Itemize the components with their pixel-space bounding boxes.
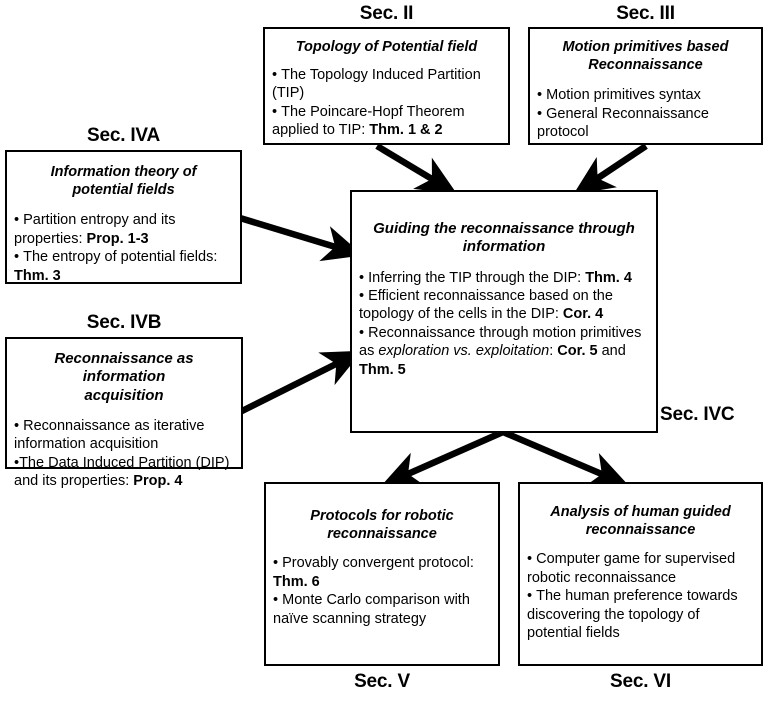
node-title-sec6: Analysis of human guided reconnaissance <box>550 504 731 538</box>
bullet-item: Reconnaissance as iterative information … <box>14 417 234 454</box>
section-label-sec2: Sec. II <box>359 3 414 24</box>
node-box-sec6: Analysis of human guided reconnaissance … <box>518 482 763 666</box>
bullet-item: Partition entropy and its properties: Pr… <box>14 211 233 248</box>
bullet-item: The Poincare-Hopf Theorem applied to TIP… <box>272 103 501 140</box>
arrow-center-to-sec6 <box>501 429 629 487</box>
node-box-center: Guiding the reconnaissance through infor… <box>350 190 658 433</box>
bullet-item: Provably convergent protocol: Thm. 6 <box>273 554 491 591</box>
arrow-sec3-to-center <box>573 143 648 195</box>
node-box-sec5: Protocols for robotic reconnaissance Pro… <box>264 482 500 666</box>
node-box-sec4b: Reconnaissance as information acquisitio… <box>5 337 243 489</box>
node-title-sec3: Motion primitives based Reconnaissance <box>562 39 729 73</box>
node-title-sec5: Protocols for robotic reconnaissance <box>310 508 454 542</box>
node-title-center: Guiding the reconnaissance through infor… <box>373 220 635 256</box>
node-bullets-center: Inferring the TIP through the DIP: Thm. … <box>359 269 649 379</box>
section-label-sec5: Sec. V <box>354 671 410 692</box>
section-label-sec6: Sec. VI <box>610 671 671 692</box>
node-bullets-sec4b: Reconnaissance as iterative information … <box>14 417 234 491</box>
arrow-center-to-sec5 <box>381 429 505 487</box>
bullet-item: The Topology Induced Partition (TIP) <box>272 66 501 103</box>
bullet-item: The entropy of potential fields: Thm. 3 <box>14 248 233 285</box>
section-label-sec3: Sec. III <box>616 3 675 24</box>
bullet-item: Computer game for supervised robotic rec… <box>527 550 754 587</box>
arrow-sec4a-to-center <box>239 214 364 262</box>
node-box-sec4a: Information theory of potential fields P… <box>5 150 242 284</box>
section-label-sec4a: Sec. IVA <box>86 125 161 146</box>
arrow-sec2-to-center <box>375 143 458 195</box>
node-bullets-sec5: Provably convergent protocol: Thm. 6 Mon… <box>273 554 491 628</box>
node-box-sec3: Motion primitives based Reconnaissance M… <box>528 27 763 145</box>
node-bullets-sec3: Motion primitives syntax General Reconna… <box>537 86 754 141</box>
node-bullets-sec6: Computer game for supervised robotic rec… <box>527 550 754 642</box>
bullet-item: Motion primitives syntax <box>537 86 754 104</box>
bullet-item: The human preference towards discovering… <box>527 587 754 642</box>
node-title-sec4b: Reconnaissance as information acquisitio… <box>54 350 194 404</box>
bullet-item: Reconnaissance through motion primitives… <box>359 324 649 379</box>
section-label-sec4b: Sec. IVB <box>86 312 162 333</box>
node-bullets-sec4a: Partition entropy and its properties: Pr… <box>14 211 233 285</box>
section-label-sec4c: Sec. IVC <box>660 404 735 425</box>
node-bullets-sec2: The Topology Induced Partition (TIP) The… <box>272 66 501 140</box>
bullet-item: Inferring the TIP through the DIP: Thm. … <box>359 269 649 287</box>
node-title-sec2: Topology of Potential field <box>295 39 478 55</box>
bullet-item: General Reconnaissance protocol <box>537 105 754 142</box>
node-box-sec2: Topology of Potential field The Topology… <box>263 27 510 145</box>
node-title-sec4a: Information theory of potential fields <box>50 164 197 198</box>
arrow-sec4b-to-center <box>238 350 363 415</box>
bullet-item: Efficient reconnaissance based on the to… <box>359 287 649 324</box>
bullet-item: The Data Induced Partition (DIP) and its… <box>14 454 234 491</box>
bullet-item: Monte Carlo comparison with naïve scanni… <box>273 591 491 628</box>
